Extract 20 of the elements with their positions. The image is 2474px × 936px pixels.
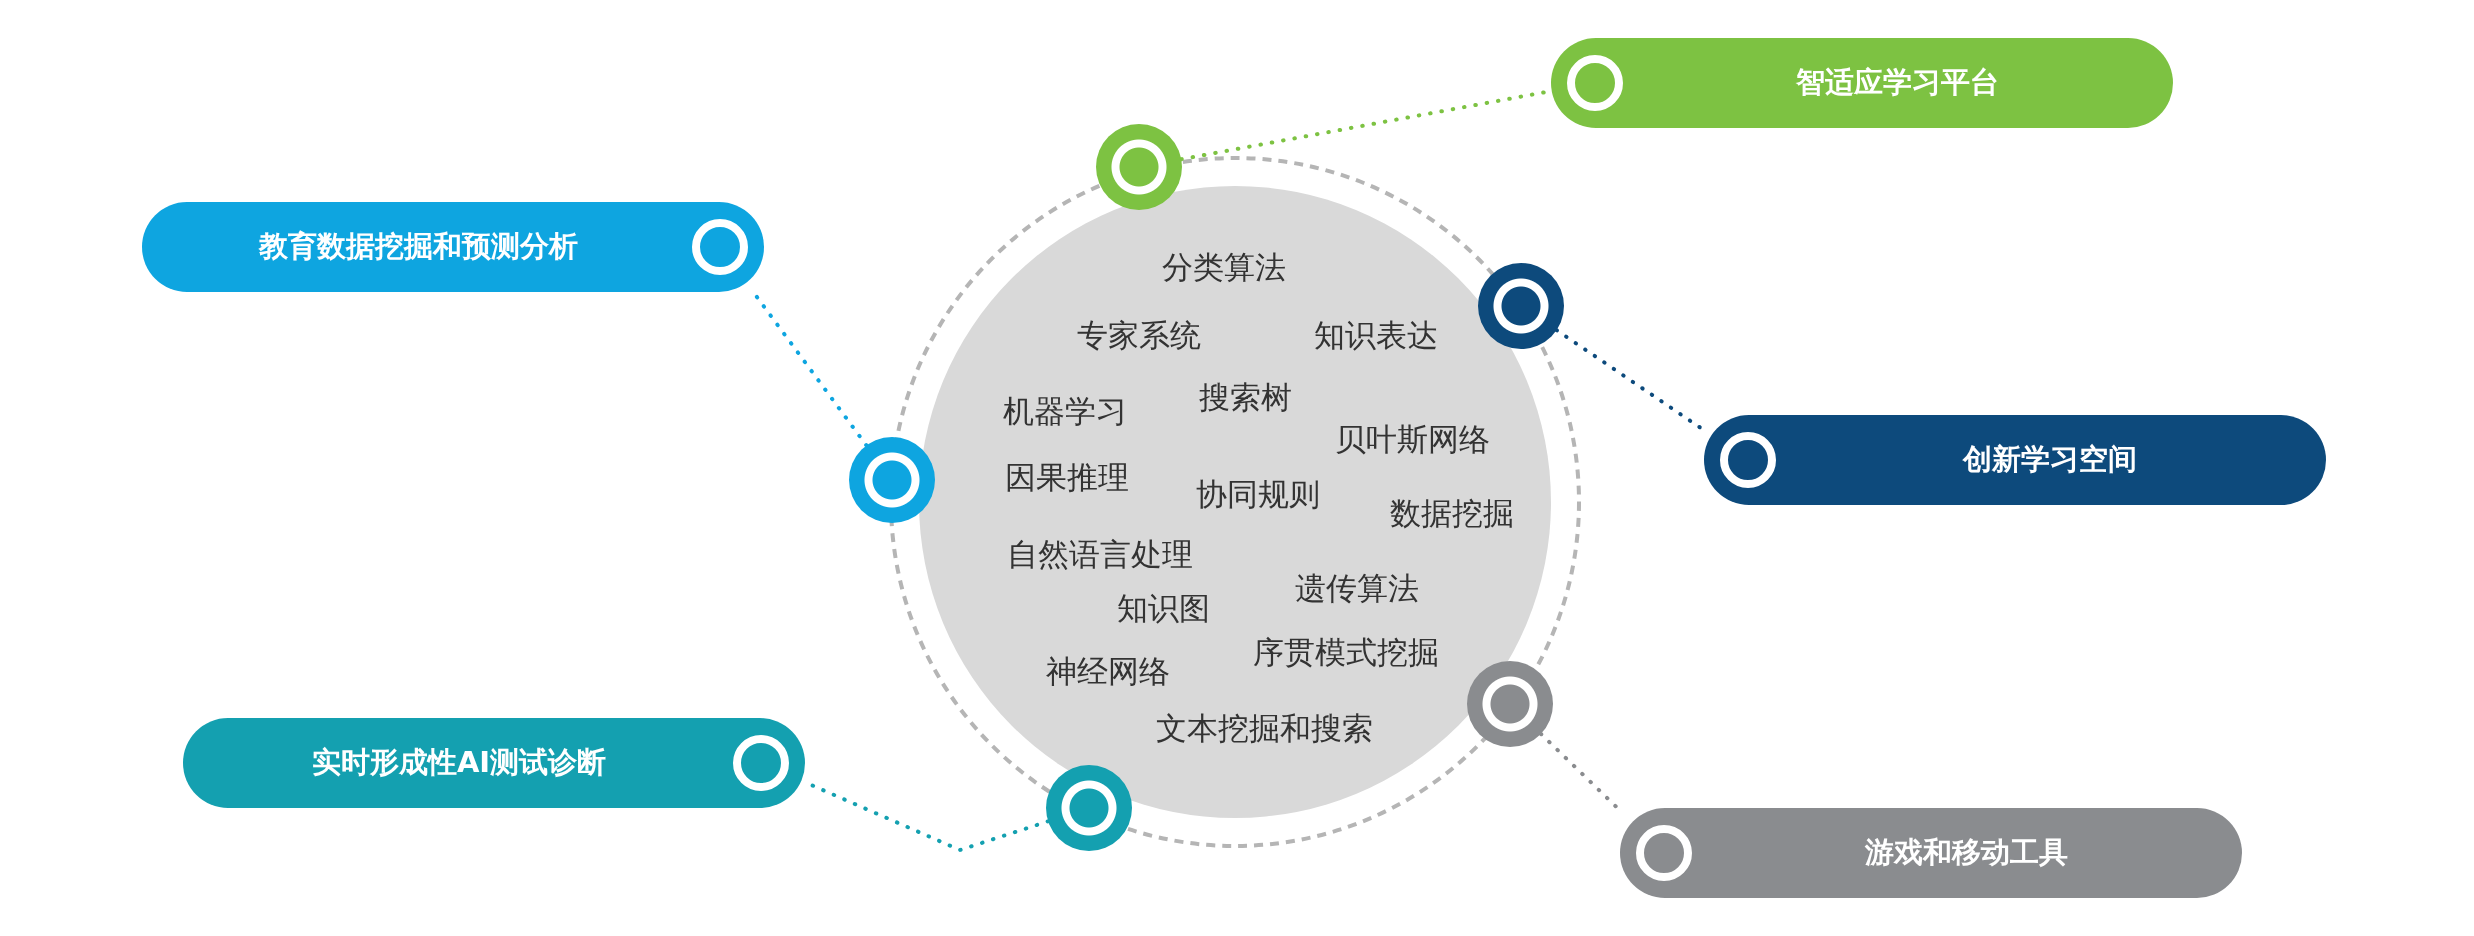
technique-term: 专家系统 xyxy=(1077,316,1201,355)
technique-term: 神经网络 xyxy=(1046,652,1170,691)
technique-term: 机器学习 xyxy=(1003,392,1127,431)
category-title: 游戏和移动工具 xyxy=(1863,834,2069,871)
technique-term: 知识图 xyxy=(1116,589,1210,628)
category-title: 创新学习空间 xyxy=(1961,441,2138,478)
technique-term: 分类算法 xyxy=(1162,248,1286,287)
technique-term: 数据挖掘 xyxy=(1390,494,1514,533)
technique-term: 自然语言处理 xyxy=(1007,535,1193,574)
technique-term: 遗传算法 xyxy=(1295,569,1419,608)
technique-term: 搜索树 xyxy=(1198,378,1292,417)
technique-term: 因果推理 xyxy=(1005,458,1129,497)
category-title: 智适应学习平台 xyxy=(1794,64,2000,101)
technique-term: 序贯模式挖掘 xyxy=(1253,633,1439,672)
technique-term: 协同规则 xyxy=(1196,475,1320,514)
technique-term: 知识表达 xyxy=(1314,316,1438,355)
technique-term: 文本挖掘和搜索 xyxy=(1155,709,1373,748)
category-title: 实时形成性AI测试诊断 xyxy=(310,744,608,781)
technique-term: 贝叶斯网络 xyxy=(1334,420,1490,459)
category-title: 教育数据挖掘和预测分析 xyxy=(257,228,579,265)
